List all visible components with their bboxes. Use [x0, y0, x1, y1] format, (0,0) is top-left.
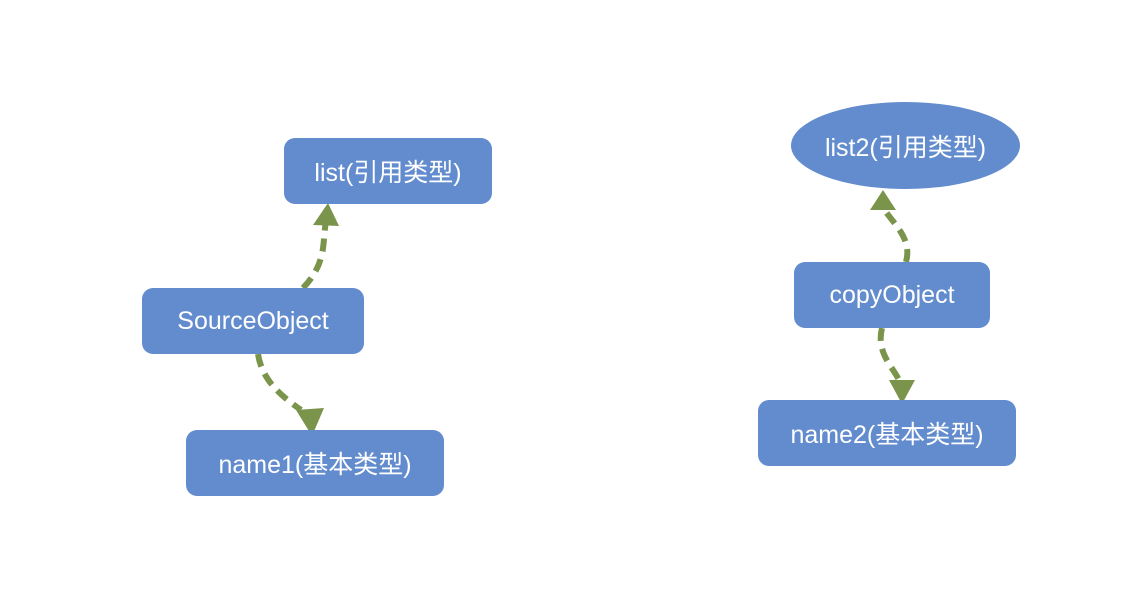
edge-copy-to-list2	[883, 210, 911, 263]
node-name1: name1(基本类型)	[186, 430, 444, 496]
edge-source-to-name1	[255, 353, 303, 413]
node-list: list(引用类型)	[284, 138, 492, 204]
arrowhead-to-name2	[889, 380, 915, 404]
edge-source-to-list	[300, 221, 329, 291]
node-source-object: SourceObject	[142, 288, 364, 354]
arrowhead-to-list	[313, 203, 339, 226]
edge-copy-to-name2	[877, 327, 902, 382]
arrowhead-to-list2	[870, 190, 896, 210]
node-list2: list2(引用类型)	[791, 102, 1020, 189]
node-name2: name2(基本类型)	[758, 400, 1016, 466]
node-copy-object: copyObject	[794, 262, 990, 328]
arrowhead-to-name1	[296, 408, 324, 436]
